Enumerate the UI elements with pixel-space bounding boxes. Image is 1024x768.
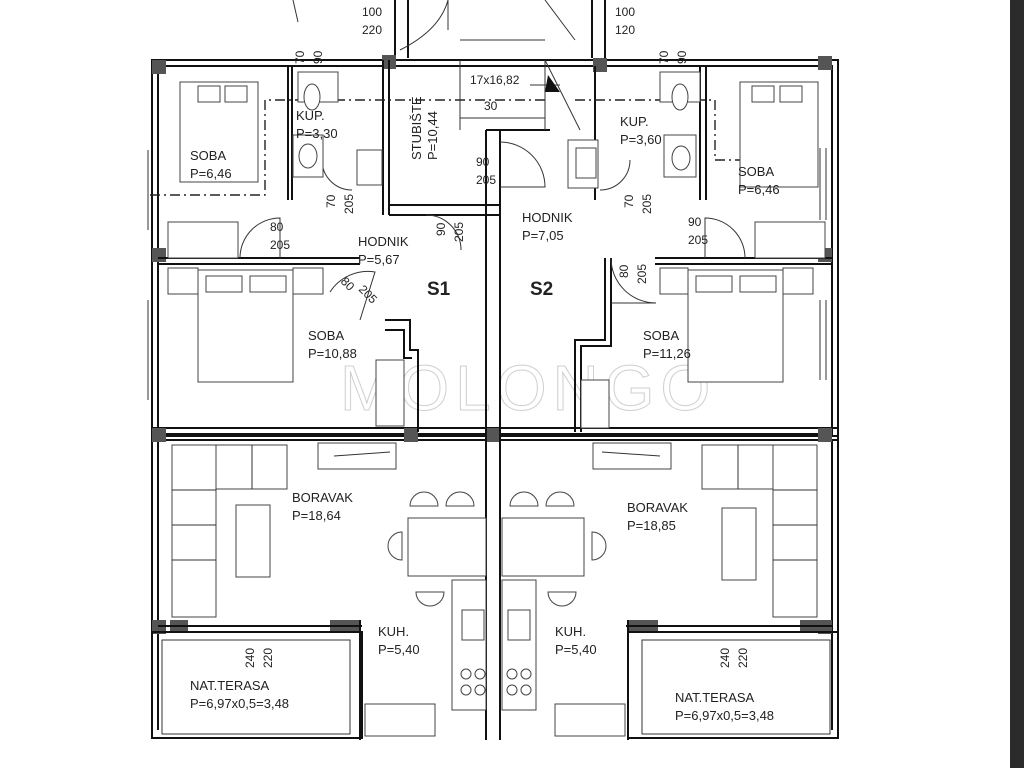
- dining-right: [501, 491, 626, 737]
- section-line: [150, 99, 545, 196]
- room-name-kup-left: KUP.: [296, 108, 325, 123]
- dining-left: [364, 491, 487, 737]
- room-name-kup-right: KUP.: [620, 114, 649, 129]
- stair-top-dim-1: 100: [362, 5, 382, 19]
- room-area-terasa-right: P=6,97x0,5=3,48: [675, 708, 774, 723]
- dim-kup-right-w: 70: [657, 50, 671, 64]
- room-area-kuh-right: P=5,40: [555, 642, 597, 657]
- right-edge-bar: [1010, 0, 1024, 768]
- dim-kup-left-h: 90: [311, 50, 325, 64]
- room-name-soba-right-top: SOBA: [738, 164, 774, 179]
- room-area-hodnik-right: P=7,05: [522, 228, 564, 243]
- dim-soba-right-top-h: 205: [688, 233, 708, 247]
- terrace-right: [627, 631, 839, 739]
- room-name-terasa-left: NAT.TERASA: [190, 678, 270, 693]
- room-area-boravak-right: P=18,85: [627, 518, 676, 533]
- room-area-terasa-left: P=6,97x0,5=3,48: [190, 696, 289, 711]
- dim-soba-left-w: 80: [338, 274, 358, 294]
- room-area-kup-right: P=3,60: [620, 132, 662, 147]
- dim-soba-right-w: 80: [617, 264, 631, 278]
- terrace-left: [151, 631, 363, 739]
- dim-soba-left-top-h: 205: [270, 238, 290, 252]
- wardrobe-left: [167, 221, 239, 259]
- room-name-boravak-right: BORAVAK: [627, 500, 688, 515]
- room-area-kuh-left: P=5,40: [378, 642, 420, 657]
- tv-right: [592, 442, 672, 470]
- dim-kup-right-door-w: 70: [622, 194, 636, 208]
- room-name-hodnik-left: HODNIK: [358, 234, 409, 249]
- room-area-soba-right: P=11,26: [643, 346, 691, 361]
- room-name-hodnik-right: HODNIK: [522, 210, 573, 225]
- dim-kup-left-door-h: 205: [342, 194, 356, 214]
- stair-detail: [459, 59, 581, 131]
- room-area-hodnik-left: P=5,67: [358, 252, 400, 267]
- bed-small-right: [739, 81, 819, 188]
- bed-double-left: [167, 267, 405, 427]
- stair-label: STUBIŠTE: [409, 96, 424, 160]
- dim-terasa-left-w: 240: [243, 648, 257, 668]
- dim-stair-door-h: 205: [476, 173, 496, 187]
- dim-kup-left-door-w: 70: [324, 194, 338, 208]
- stair-top-right-dim-1: 100: [615, 5, 635, 19]
- dim-kup-left-w: 70: [293, 50, 307, 64]
- unit-label-s2: S2: [530, 279, 553, 300]
- dim-terasa-left-h: 220: [261, 648, 275, 668]
- dim-soba-left-top-w: 80: [270, 220, 284, 234]
- stair-count-label: 30: [484, 99, 498, 113]
- sofa-right: [701, 444, 818, 618]
- dim-stair-door-w: 90: [476, 155, 490, 169]
- room-name-soba-left-top: SOBA: [190, 148, 226, 163]
- toilet-left: [292, 71, 383, 186]
- room-name-kuh-right: KUH.: [555, 624, 586, 639]
- bed-small-left: [179, 81, 259, 183]
- dim-terasa-right-w: 240: [718, 648, 732, 668]
- stair-top-right-dim-2: 120: [615, 23, 635, 37]
- room-area-soba-right-top: P=6,46: [738, 182, 780, 197]
- room-area-soba-left: P=10,88: [308, 346, 357, 361]
- room-name-boravak-left: BORAVAK: [292, 490, 353, 505]
- dim-hodnik-left-w: 90: [434, 222, 448, 236]
- room-name-soba-left: SOBA: [308, 328, 344, 343]
- bed-double-right: [580, 267, 814, 429]
- room-name-terasa-right: NAT.TERASA: [675, 690, 755, 705]
- stair-size-label: 17x16,82: [470, 73, 520, 87]
- dim-soba-right-h: 205: [635, 264, 649, 284]
- dim-soba-right-top-w: 90: [688, 215, 702, 229]
- door-arcs: [239, 141, 746, 321]
- dim-kup-right-h: 90: [675, 50, 689, 64]
- dim-hodnik-left-h: 205: [452, 222, 466, 242]
- room-area-kup-left: P=3,30: [296, 126, 338, 141]
- toilet-right: [567, 71, 701, 189]
- stair-area: P=10,44: [425, 111, 440, 160]
- stair-top-dim-2: 220: [362, 23, 382, 37]
- dim-terasa-right-h: 220: [736, 648, 750, 668]
- window-marks: [147, 148, 827, 400]
- room-area-boravak-left: P=18,64: [292, 508, 341, 523]
- room-name-kuh-left: KUH.: [378, 624, 409, 639]
- unit-label-s1: S1: [427, 279, 451, 300]
- wardrobe-right: [754, 221, 826, 259]
- sofa-left: [171, 444, 288, 618]
- room-name-soba-right: SOBA: [643, 328, 679, 343]
- tv-left: [317, 442, 397, 470]
- dim-soba-left-h: 205: [356, 282, 380, 306]
- stair-top-outline: [292, 0, 606, 58]
- dim-kup-right-door-h: 205: [640, 194, 654, 214]
- room-area-soba-left-top: P=6,46: [190, 166, 232, 181]
